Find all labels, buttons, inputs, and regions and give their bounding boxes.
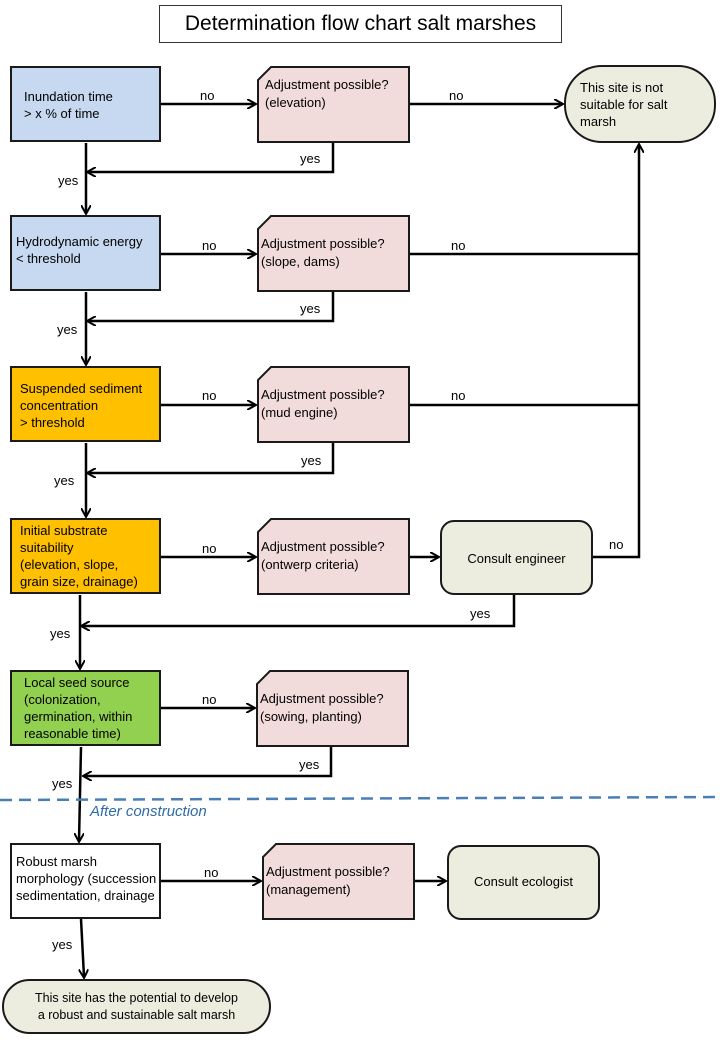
edge-label-yes: yes	[300, 301, 321, 316]
criterion-local-seed-source: Local seed source (colonization, germina…	[10, 670, 161, 746]
criterion-label: Local seed source (colonization, germina…	[24, 675, 133, 741]
edge-label-yes: yes	[299, 757, 320, 772]
adjustment-label: Adjustment possible? (ontwerp criteria)	[261, 539, 385, 572]
criterion-robust-marsh-morphology: Robust marsh morphology (succession sedi…	[10, 843, 161, 919]
consult-engineer: Consult engineer	[440, 520, 593, 595]
edge-label-no: no	[202, 692, 217, 707]
adjustment-label: Adjustment possible? (sowing, planting)	[260, 691, 384, 724]
adjustment-slope-dams: Adjustment possible? (slope, dams)	[257, 215, 410, 292]
consult-ecologist: Consult ecologist	[447, 845, 600, 920]
criterion-label: Robust marsh morphology (succession sedi…	[16, 854, 157, 903]
edge-label-yes: yes	[58, 173, 79, 188]
edge-label-no: no	[202, 388, 217, 403]
adjustment-label: Adjustment possible? (management)	[266, 864, 390, 897]
edge-label-yes: yes	[54, 473, 75, 488]
edge-label-yes: yes	[52, 776, 73, 791]
edge-label-yes: yes	[300, 151, 321, 166]
adjustment-sowing-planting: Adjustment possible? (sowing, planting)	[256, 670, 409, 747]
edge-label-no: no	[451, 238, 466, 253]
adjustment-label: Adjustment possible? (mud engine)	[261, 387, 385, 420]
edge-label-yes: yes	[301, 453, 322, 468]
after-construction-label: After construction	[90, 803, 207, 820]
edge-label-no: no	[204, 865, 219, 880]
outcome-not-suitable: This site is not suitable for salt marsh	[564, 65, 716, 143]
outcome-label: This site has the potential to develop a…	[35, 991, 238, 1022]
edge-label-no: no	[609, 537, 624, 552]
outcome-label: This site is not suitable for salt marsh	[580, 80, 668, 129]
diagram-title: Determination flow chart salt marshes	[159, 5, 562, 43]
edge-label-no: no	[202, 238, 217, 253]
adjustment-label: Adjustment possible? (slope, dams)	[261, 236, 385, 269]
edge-label-yes: yes	[470, 606, 491, 621]
edge-label-no: no	[449, 88, 464, 103]
criterion-inundation-time: Inundation time > x % of time	[10, 66, 161, 142]
adjustment-ontwerp-criteria: Adjustment possible? (ontwerp criteria)	[257, 518, 410, 595]
adjustment-label: Adjustment possible? (elevation)	[265, 77, 389, 110]
criterion-hydrodynamic-energy: Hydrodynamic energy < threshold	[10, 215, 161, 291]
edge-label-yes: yes	[57, 322, 78, 337]
criterion-initial-substrate: Initial substrate suitability (elevation…	[10, 518, 161, 594]
consult-ecologist-label: Consult ecologist	[474, 874, 573, 889]
outcome-potential: This site has the potential to develop a…	[2, 979, 271, 1034]
edge-label-yes: yes	[50, 626, 71, 641]
edge-label-yes: yes	[52, 937, 73, 952]
criterion-label: Initial substrate suitability (elevation…	[20, 523, 138, 589]
criterion-label: Suspended sediment concentration > thres…	[20, 381, 143, 430]
criterion-label: Hydrodynamic energy < threshold	[16, 234, 143, 266]
adjustment-elevation: Adjustment possible? (elevation)	[257, 66, 410, 143]
adjustment-management: Adjustment possible? (management)	[262, 843, 415, 920]
consult-engineer-label: Consult engineer	[467, 551, 566, 566]
edge-label-no: no	[200, 88, 215, 103]
criterion-suspended-sediment: Suspended sediment concentration > thres…	[10, 366, 161, 442]
criterion-label: Inundation time > x % of time	[24, 89, 113, 121]
edge-label-no: no	[451, 388, 466, 403]
edge-label-no: no	[202, 541, 217, 556]
adjustment-mud-engine: Adjustment possible? (mud engine)	[257, 366, 410, 443]
